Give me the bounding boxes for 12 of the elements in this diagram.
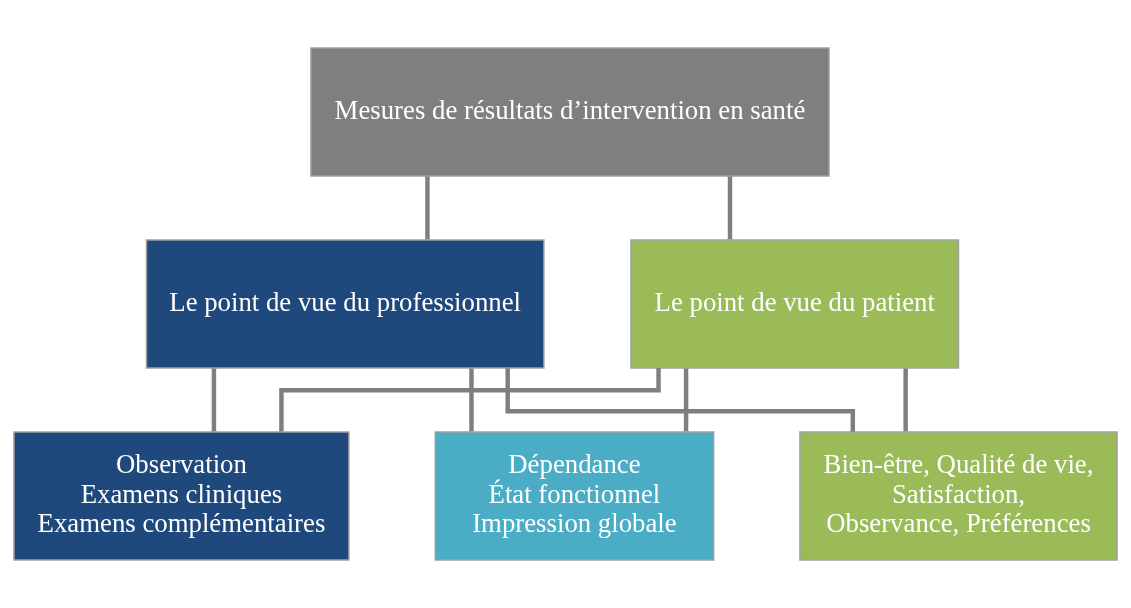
connector (683, 368, 689, 432)
node-box: Le point de vue du patient (630, 239, 960, 369)
connector (211, 368, 217, 432)
connector (727, 176, 733, 240)
node-box: Mesures de résultats d’intervention en santé (310, 47, 830, 177)
node-box: Observation Examens cliniques Examens complémentaires (13, 431, 350, 561)
connector (903, 368, 908, 432)
node-box: Dépendance État fonctionnel Impression globale (434, 431, 715, 561)
connector (425, 176, 430, 240)
node-box: Le point de vue du professionnel (145, 239, 545, 369)
node-box: Bien-être, Qualité de vie, Satisfaction, Observance, Préférences (799, 431, 1118, 561)
connector (469, 368, 474, 432)
